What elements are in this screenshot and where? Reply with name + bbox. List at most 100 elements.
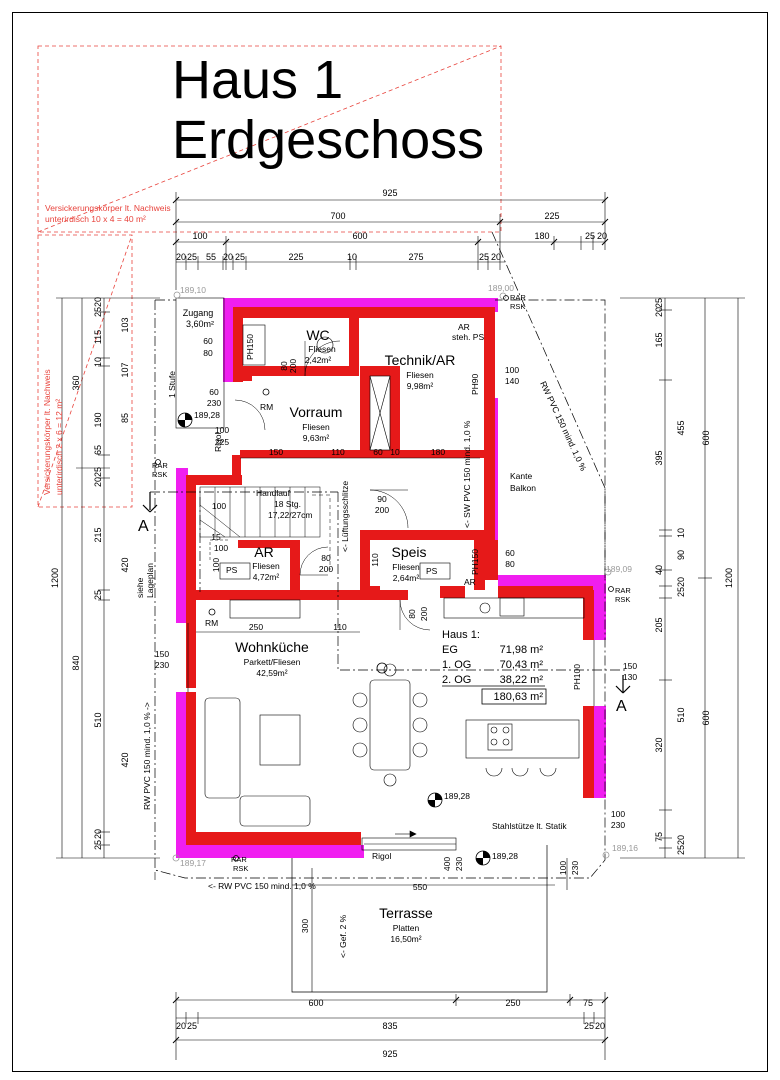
dim-top-s25: 25 xyxy=(187,252,197,262)
dim-left-420b: 420 xyxy=(120,752,130,767)
dim-left-190: 190 xyxy=(93,412,103,427)
load-bearing-walls xyxy=(186,307,594,845)
dim-terrace-300: 300 xyxy=(300,919,310,933)
opening-100-225-bottom: 225 xyxy=(215,437,229,447)
dim-vorraum-180: 180 xyxy=(431,447,445,457)
area-row-1og-value: 70,43 m² xyxy=(500,659,544,671)
dim-vorraum-110: 110 xyxy=(331,447,345,457)
dim-left-20: 20 xyxy=(93,297,103,307)
room-vorraum-floor: Fliesen xyxy=(302,422,330,432)
room-speis-area: 2,64m² xyxy=(393,573,420,583)
kitchen-island xyxy=(465,719,580,759)
note-rigol-2: Rigol xyxy=(372,851,391,861)
note-rm-2: RM xyxy=(205,618,218,628)
opening-speis-200: 200 xyxy=(419,607,429,621)
room-ar-floor: Fliesen xyxy=(252,561,280,571)
opening-100-140-bottom: 140 xyxy=(505,376,519,386)
infiltration-note-2-line1: Versickerungskörper lt. Nachweis xyxy=(42,369,52,495)
section-a-right: A xyxy=(616,698,627,715)
dim-ar-15: 15 xyxy=(211,532,221,542)
opening-ar-200: 200 xyxy=(319,564,333,574)
dim-vorraum-10: 10 xyxy=(390,447,400,457)
opening-60-230-bottom: 230 xyxy=(207,398,221,408)
dim-left-25: 25 xyxy=(93,307,103,317)
dim-right-90: 90 xyxy=(676,550,686,560)
dim-top-s20c: 20 xyxy=(491,252,501,262)
dim-right-165: 165 xyxy=(654,332,664,347)
dim-bottom-75: 75 xyxy=(583,998,593,1008)
terrace xyxy=(291,845,548,993)
dim-top-225: 225 xyxy=(544,211,559,221)
furniture xyxy=(204,324,585,827)
staircase xyxy=(199,486,331,570)
dim-left-420: 420 xyxy=(120,557,130,572)
dim-right-75: 75 xyxy=(654,832,664,842)
section-markers xyxy=(142,492,631,694)
dim-bottom-600: 600 xyxy=(308,998,323,1008)
opening-150-230-bottom: 230 xyxy=(155,660,169,670)
dim-top-s20b: 20 xyxy=(223,252,233,262)
title-line-2: Erdgeschoss xyxy=(172,110,485,170)
opening-150-130-top: 150 xyxy=(623,661,637,671)
room-wc-floor: Fliesen xyxy=(308,344,336,354)
room-wohnkueche-floor: Parkett/Fliesen xyxy=(244,657,301,667)
dim-bottom-835: 835 xyxy=(382,1021,397,1031)
note-rar-4: RAR xyxy=(231,855,247,864)
page-border xyxy=(12,12,768,1072)
area-row-eg-label: EG xyxy=(442,644,458,656)
dim-top-s55: 55 xyxy=(206,252,216,262)
note-rsk-4: RSK xyxy=(233,864,248,873)
dim-top-total: 925 xyxy=(382,188,397,198)
note-handlauf: Handlauf xyxy=(256,488,291,498)
note-ph90: PH90 xyxy=(470,373,480,395)
dim-left-1200: 1200 xyxy=(50,568,60,588)
note-stahlstuetze: Stahlstütze lt. Statik xyxy=(492,821,567,831)
dim-right-1200: 1200 xyxy=(724,568,734,588)
note-rar-1: RAR xyxy=(152,461,168,470)
note-rsk-1: RSK xyxy=(152,470,167,479)
note-siehe: siehe xyxy=(135,577,145,598)
area-summary-title: Haus 1: xyxy=(442,629,480,641)
elevation-189-00: 189,00 xyxy=(488,283,514,293)
note-lageplan: Lageplan xyxy=(145,563,155,598)
opening-60-80-b-top: 60 xyxy=(505,548,515,558)
dim-left-25b: 25 xyxy=(93,467,103,477)
dim-bottom-25: 25 xyxy=(187,1021,197,1031)
opening-100-225-top: 100 xyxy=(215,425,229,435)
area-row-2og-label: 2. OG xyxy=(442,674,471,686)
dim-left-25d: 25 xyxy=(93,840,103,850)
dim-bottom-total: 925 xyxy=(382,1049,397,1059)
dim-right-320: 320 xyxy=(654,737,664,752)
note-rar-3: RAR xyxy=(615,586,631,595)
dim-vorraum-60: 60 xyxy=(373,447,383,457)
dim-right-25: 25 xyxy=(654,298,664,308)
dim-right-10: 10 xyxy=(676,528,686,538)
room-wc-area: 2,42m² xyxy=(305,355,332,365)
note-lueftung: <- Lüftungsschlitze xyxy=(340,481,350,552)
opening-230-b: 230 xyxy=(570,861,580,875)
dim-top-s10: 10 xyxy=(347,252,357,262)
note-steps-count: 18 Stg. xyxy=(274,499,301,509)
room-wc-name: WC xyxy=(306,327,329,343)
opening-100-230-bottom: 230 xyxy=(611,820,625,830)
opening-90-200-bottom: 200 xyxy=(375,505,389,515)
opening-110: 110 xyxy=(370,553,380,567)
room-wohnkueche-name: Wohnküche xyxy=(235,639,309,655)
dim-right-205: 205 xyxy=(654,617,664,632)
flow-arrows xyxy=(395,830,417,838)
infiltration-field-2-outline xyxy=(37,234,133,508)
infiltration-note-line2: unterirdisch 10 x 4 = 40 m² xyxy=(45,214,146,224)
opening-60-80-top: 60 xyxy=(203,336,213,346)
room-zugang-name: Zugang xyxy=(183,308,214,318)
doors xyxy=(234,340,431,631)
note-stufe: 1 Stufe xyxy=(167,371,177,398)
elevation-189-09: 189,09 xyxy=(606,564,632,574)
opening-speis-80: 80 xyxy=(407,609,417,619)
dim-ar-100: 100 xyxy=(212,501,226,511)
dim-wohn-250: 250 xyxy=(249,622,263,632)
dim-left-25c: 25 xyxy=(93,590,103,600)
dim-top-180: 180 xyxy=(534,231,549,241)
room-ar-name: AR xyxy=(254,544,273,560)
dim-bottom-25b: 25 xyxy=(584,1021,594,1031)
room-technik-floor: Fliesen xyxy=(406,370,434,380)
